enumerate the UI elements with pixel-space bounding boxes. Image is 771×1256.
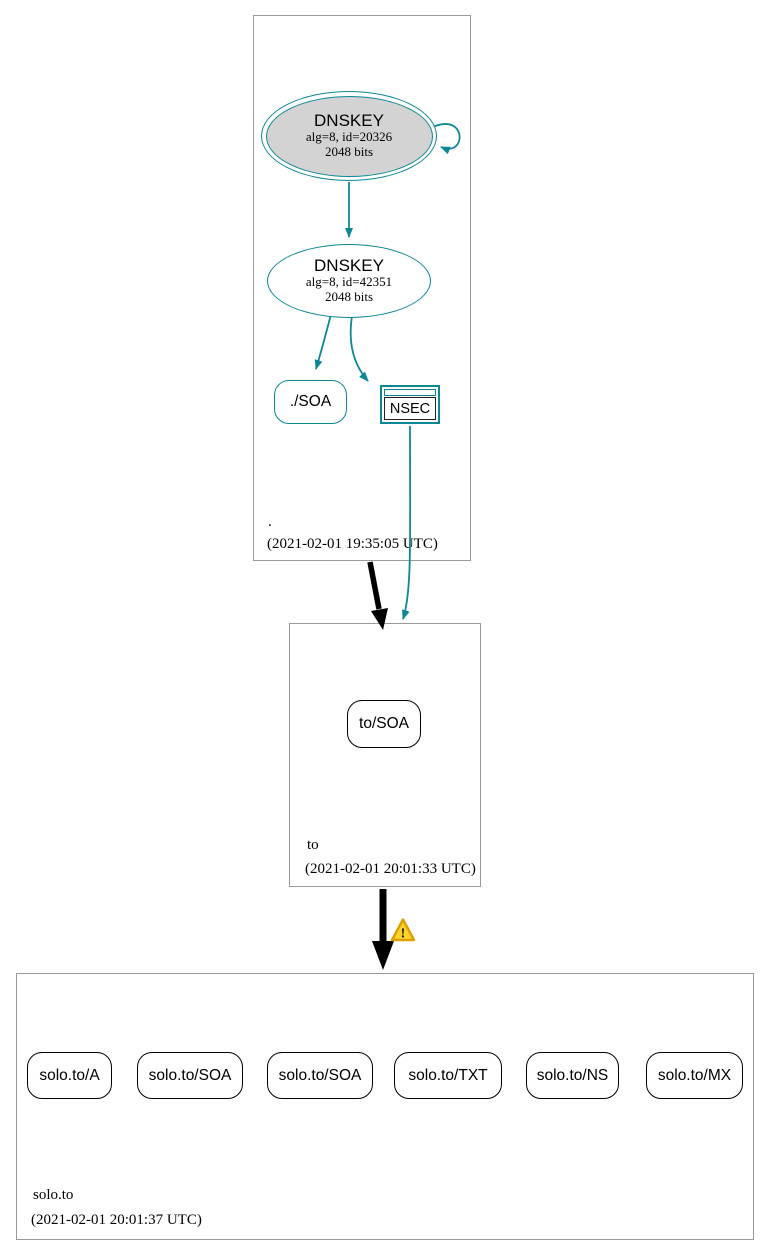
node-rrset-solo-to-a[interactable]: solo.to/A: [27, 1052, 112, 1099]
node-nsec-root[interactable]: NSEC: [380, 385, 440, 424]
node-rrset-to-soa[interactable]: to/SOA: [347, 700, 421, 748]
dnskey-alg-id: alg=8, id=20326: [305, 128, 393, 144]
zone-timestamp-root: (2021-02-01 19:35:05 UTC): [267, 536, 438, 552]
node-rrset-root-soa[interactable]: ./SOA: [274, 380, 347, 424]
dnskey-alg-id: alg=8, id=42351: [305, 273, 393, 289]
nsec-label: NSEC: [384, 397, 436, 420]
node-rrset-solo-to-mx[interactable]: solo.to/MX: [646, 1052, 743, 1099]
edge-delegation-root-to: [367, 561, 382, 610]
zone-label-root: .: [268, 514, 272, 530]
dnskey-bits: 2048 bits: [324, 288, 374, 304]
node-dnskey-ksk-root-inner: DNSKEY alg=8, id=20326 2048 bits: [265, 95, 433, 177]
node-rrset-solo-to-txt[interactable]: solo.to/TXT: [394, 1052, 502, 1099]
node-dnskey-ksk-root[interactable]: DNSKEY alg=8, id=20326 2048 bits: [261, 91, 437, 181]
node-rrset-solo-to-soa-1[interactable]: solo.to/SOA: [137, 1052, 243, 1099]
edge-delegation-to-solo-to-arrowhead: [372, 941, 394, 970]
zone-label-to: to: [307, 837, 319, 853]
dnskey-title: DNSKEY: [314, 256, 384, 276]
dnskey-title: DNSKEY: [314, 111, 384, 131]
warning-glyph: !: [401, 927, 406, 942]
node-rrset-solo-to-ns[interactable]: solo.to/NS: [526, 1052, 619, 1099]
node-rrset-solo-to-soa-2[interactable]: solo.to/SOA: [267, 1052, 373, 1099]
zone-timestamp-to: (2021-02-01 20:01:33 UTC): [305, 861, 476, 877]
zone-timestamp-solo-to: (2021-02-01 20:01:37 UTC): [31, 1212, 202, 1228]
zone-label-solo-to: solo.to: [33, 1187, 74, 1203]
zone-cluster-root: . (2021-02-01 19:35:05 UTC): [253, 15, 471, 561]
warning-icon: !: [390, 918, 416, 942]
dnskey-bits: 2048 bits: [324, 143, 374, 159]
zone-cluster-to: to (2021-02-01 20:01:33 UTC): [289, 623, 481, 887]
zone-cluster-solo-to: solo.to (2021-02-01 20:01:37 UTC): [16, 973, 754, 1240]
warning-triangle: [390, 918, 416, 942]
node-dnskey-zsk-root[interactable]: DNSKEY alg=8, id=42351 2048 bits: [267, 244, 431, 318]
nsec-header-cell: [384, 389, 436, 396]
